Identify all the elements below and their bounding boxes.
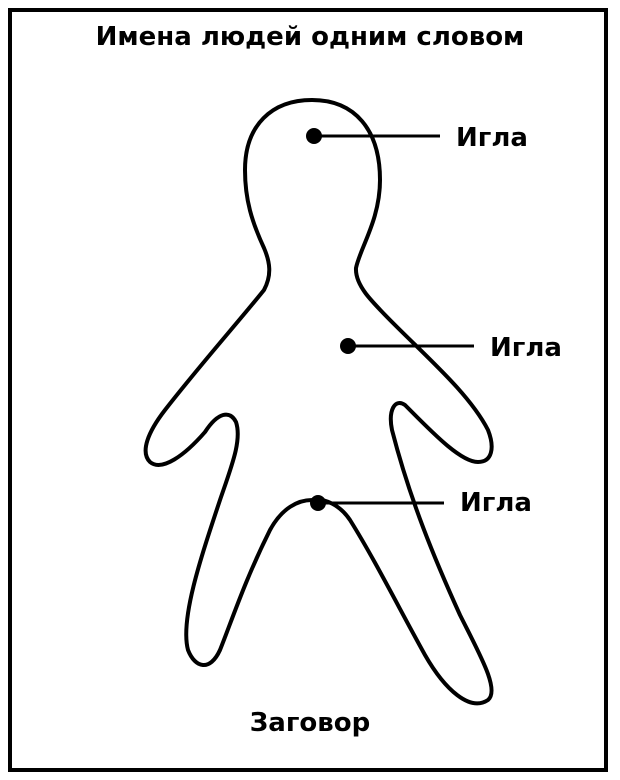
needle-pin-head	[306, 128, 322, 144]
doll-outline	[146, 100, 492, 703]
callout-label-groin: Игла	[460, 488, 532, 518]
callout-label-chest: Игла	[490, 333, 562, 363]
needle-pin-chest	[340, 338, 356, 354]
callout-label-head: Игла	[456, 123, 528, 153]
needle-pin-groin	[310, 495, 326, 511]
diagram-caption: Заговор	[0, 708, 620, 738]
